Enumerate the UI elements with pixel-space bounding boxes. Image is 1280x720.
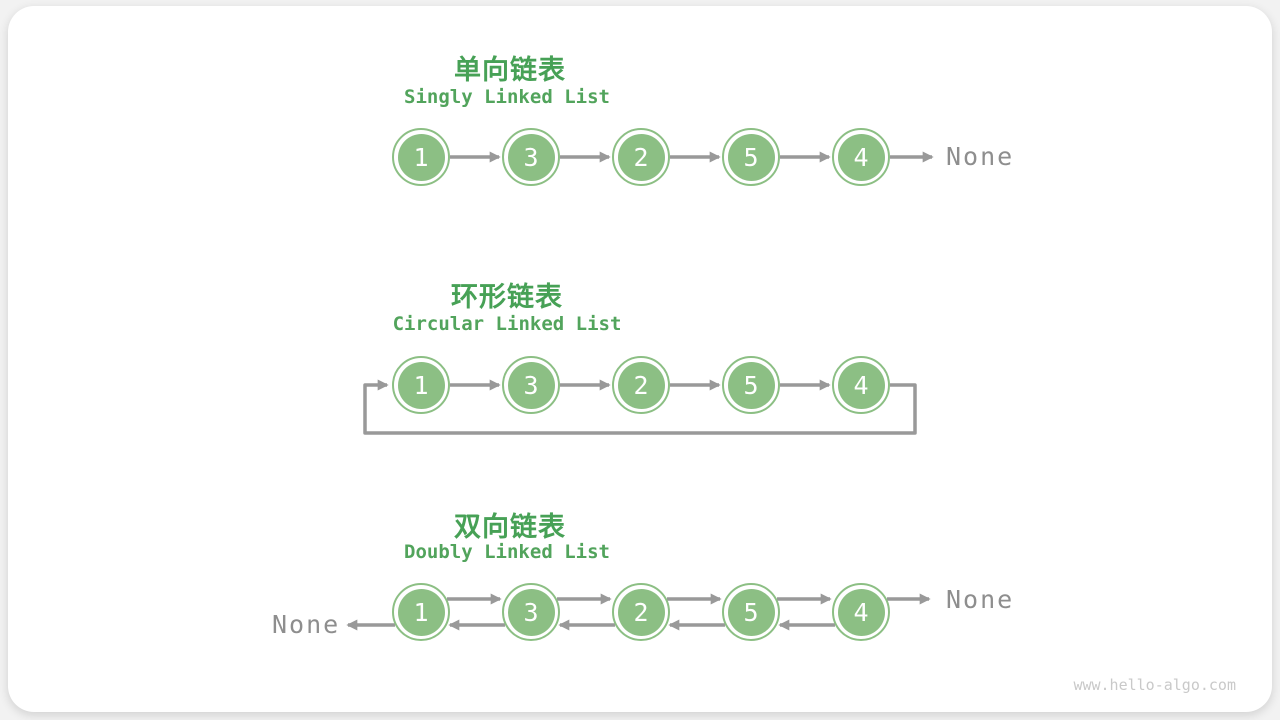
watermark: www.hello-algo.com: [1073, 676, 1236, 694]
list-node: 1: [392, 356, 450, 414]
node-value: 1: [397, 588, 445, 636]
section-title-singly: 单向链表: [454, 55, 566, 85]
section-subtitle-circular: Circular Linked List: [392, 313, 622, 335]
section-title-circular: 环形链表: [451, 282, 563, 312]
node-value: 4: [837, 588, 885, 636]
list-node: 2: [612, 356, 670, 414]
section-subtitle-singly: Singly Linked List: [404, 86, 610, 108]
node-value: 4: [837, 133, 885, 181]
node-value: 1: [397, 133, 445, 181]
section-title-doubly: 双向链表: [454, 512, 566, 542]
list-node: 3: [502, 356, 560, 414]
list-node: 2: [612, 583, 670, 641]
node-value: 5: [727, 361, 775, 409]
node-value: 2: [617, 361, 665, 409]
list-node: 1: [392, 128, 450, 186]
node-value: 5: [727, 588, 775, 636]
node-value: 2: [617, 133, 665, 181]
list-node: 3: [502, 583, 560, 641]
node-value: 1: [397, 361, 445, 409]
list-node: 4: [832, 128, 890, 186]
node-value: 3: [507, 361, 555, 409]
node-value: 5: [727, 133, 775, 181]
list-node: 3: [502, 128, 560, 186]
list-node: 5: [722, 356, 780, 414]
list-node: 4: [832, 356, 890, 414]
node-value: 3: [507, 133, 555, 181]
tail-none-label: None: [946, 585, 1015, 614]
section-subtitle-doubly: Doubly Linked List: [404, 541, 610, 563]
list-node: 5: [722, 583, 780, 641]
head-none-label: None: [272, 610, 341, 639]
tail-none-label: None: [946, 142, 1015, 171]
list-node: 1: [392, 583, 450, 641]
node-value: 4: [837, 361, 885, 409]
list-node: 5: [722, 128, 780, 186]
node-value: 3: [507, 588, 555, 636]
node-value: 2: [617, 588, 665, 636]
list-node: 2: [612, 128, 670, 186]
list-node: 4: [832, 583, 890, 641]
